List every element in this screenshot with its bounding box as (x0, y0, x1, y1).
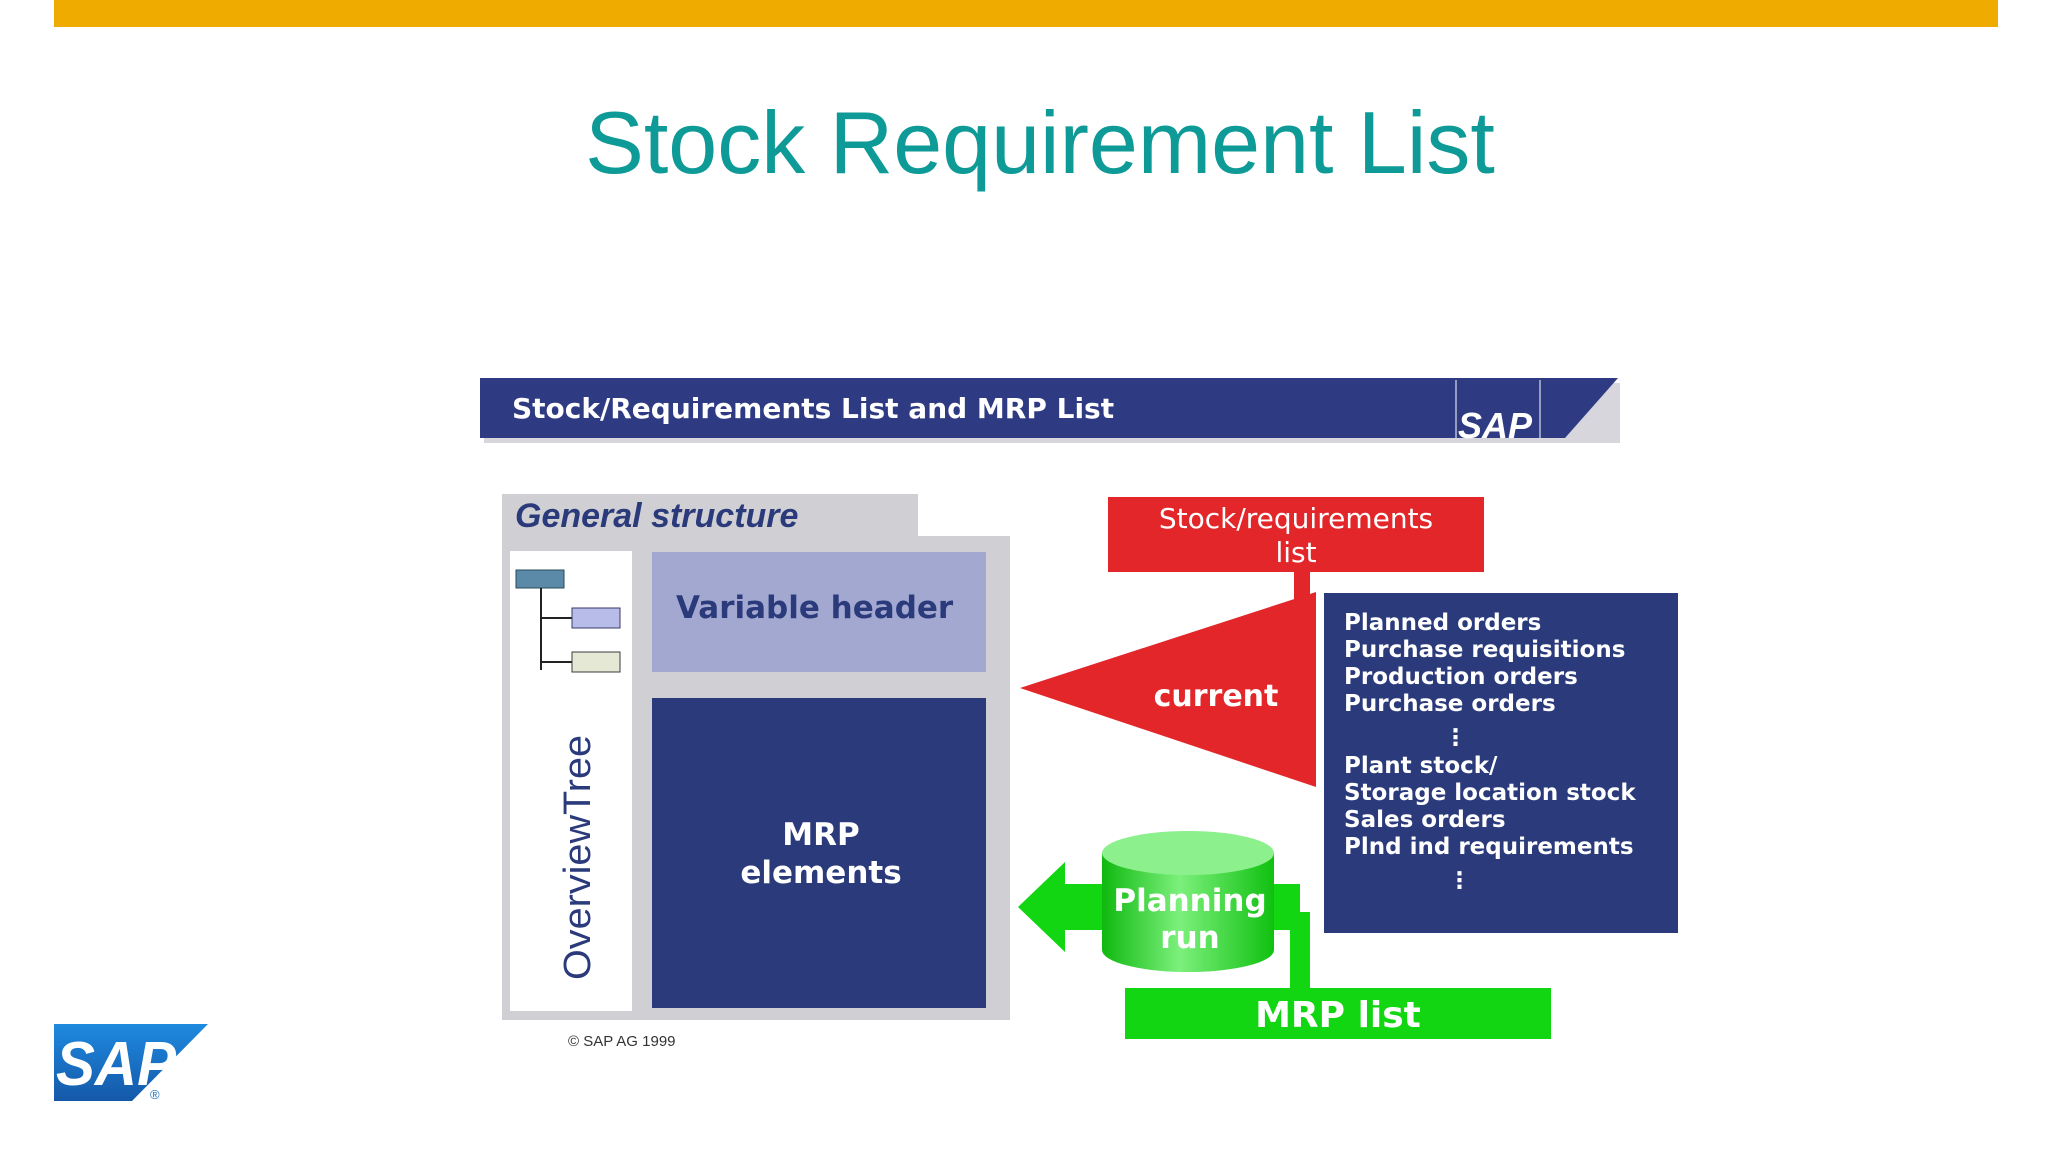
element-planned-orders: Planned orders (1344, 610, 1541, 636)
mrp-list-box (1125, 988, 1551, 1039)
slide-title: Stock Requirement List (585, 93, 1495, 192)
variable-header-box (652, 552, 986, 672)
mrp-list-label: MRP list (1255, 995, 1421, 1036)
top-accent-bar (54, 0, 1998, 27)
mrp-elements-line1: MRP (782, 817, 859, 853)
sap-logo-registered: ® (150, 1087, 160, 1102)
mrp-elements-box (652, 698, 986, 1008)
banner-title: Stock/Requirements List and MRP List (512, 392, 1114, 425)
variable-header-label: Variable header (676, 590, 954, 626)
sap-logo-text: SAP (56, 1030, 177, 1099)
mrp-elements-line2: elements (740, 855, 901, 891)
element-purchase-requisitions: Purchase requisitions (1344, 637, 1625, 663)
sap-logo: SAP ® (54, 1024, 208, 1102)
overview-tree-label: OverviewTree (557, 735, 599, 980)
database-icon (1102, 831, 1274, 972)
element-storage-location-stock: Storage location stock (1344, 780, 1636, 806)
current-label: current (1154, 679, 1279, 714)
general-structure-label: General structure (515, 497, 798, 535)
element-plant-stock: Plant stock/ (1344, 753, 1498, 779)
general-structure-panel: General structure OverviewTree Variable … (502, 494, 1010, 1020)
mrp-list-flow: MRP list Planning run (1018, 831, 1551, 1039)
element-production-orders: Production orders (1344, 664, 1578, 690)
mrp-elements-list: Planned orders Purchase requisitions Pro… (1324, 593, 1678, 933)
current-arrow (1020, 592, 1316, 787)
ellipsis-2: ⋮ (1448, 868, 1471, 894)
element-sales-orders: Sales orders (1344, 807, 1506, 833)
planning-run-line1: Planning (1113, 883, 1266, 919)
element-plnd-ind-requirements: Plnd ind requirements (1344, 834, 1634, 860)
tree-icon (515, 569, 621, 673)
planning-run-line2: run (1160, 920, 1219, 956)
ellipsis-1: ⋮ (1444, 725, 1467, 751)
stock-requirements-line1: Stock/requirements (1159, 502, 1433, 535)
stock-requirements-flow: Stock/requirements list current (1020, 497, 1484, 787)
stock-requirements-box (1108, 497, 1484, 572)
copyright-text: © SAP AG 1999 (568, 1033, 676, 1050)
diagram-banner: Stock/Requirements List and MRP List SAP (480, 378, 1620, 446)
stock-requirements-line2: list (1275, 536, 1316, 569)
element-purchase-orders: Purchase orders (1344, 691, 1556, 717)
banner-sap-logo: SAP (1458, 405, 1533, 446)
